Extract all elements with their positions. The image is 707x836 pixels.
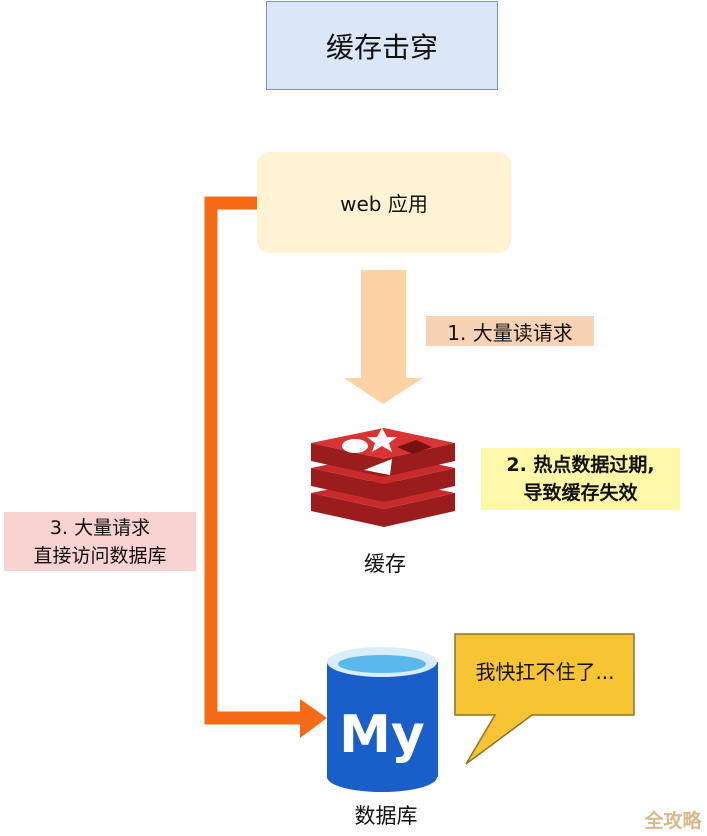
step1-label: 1. 大量读请求 bbox=[426, 316, 594, 346]
step3-label: 3. 大量请求 直接访问数据库 bbox=[4, 512, 196, 571]
web-app-label: web 应用 bbox=[340, 192, 428, 216]
step2-line1: 2. 热点数据过期, bbox=[506, 454, 655, 476]
step3-line1: 3. 大量请求 bbox=[49, 516, 151, 539]
cache-label: 缓存 bbox=[364, 552, 406, 576]
step2-line2: 导致缓存失效 bbox=[523, 482, 638, 504]
bubble-text: 我快扛不住了... bbox=[475, 660, 615, 684]
mysql-logo-text: My bbox=[339, 705, 425, 765]
down-arrow-icon bbox=[344, 270, 423, 404]
bypass-arrow-icon bbox=[204, 196, 327, 738]
watermark: 全攻略 bbox=[644, 810, 702, 832]
web-app-node: web 应用 bbox=[257, 152, 511, 253]
speech-bubble-icon bbox=[454, 633, 635, 765]
step2-label: 2. 热点数据过期, 导致缓存失效 bbox=[481, 448, 680, 510]
diagram-title: 缓存击穿 bbox=[266, 1, 498, 90]
redis-icon bbox=[311, 428, 455, 527]
database-label: 数据库 bbox=[354, 804, 418, 828]
step3-line2: 直接访问数据库 bbox=[33, 544, 167, 567]
mysql-database-icon: My bbox=[327, 647, 438, 792]
